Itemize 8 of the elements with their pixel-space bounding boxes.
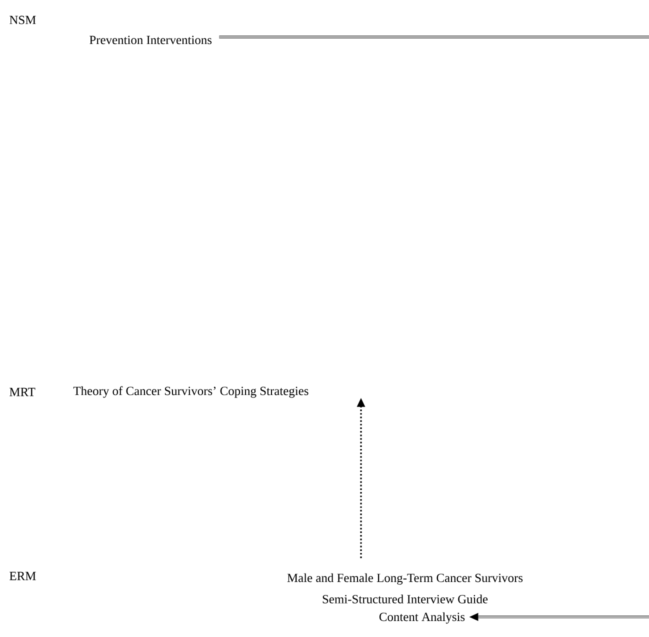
level-label: ERM: [10, 572, 36, 580]
level-label: MRT: [10, 388, 36, 396]
level-label: NSM: [10, 16, 36, 24]
node-text: Theory of Cancer Survivors’ Coping Strategies: [73, 386, 308, 398]
node-text: Content Analysis: [379, 612, 465, 624]
node-text: Male and Female Long-Term Cancer Survivors: [287, 573, 523, 585]
node-text: Semi-Structured Interview Guide: [322, 594, 488, 604]
node-text: Prevention Interventions: [90, 36, 212, 44]
